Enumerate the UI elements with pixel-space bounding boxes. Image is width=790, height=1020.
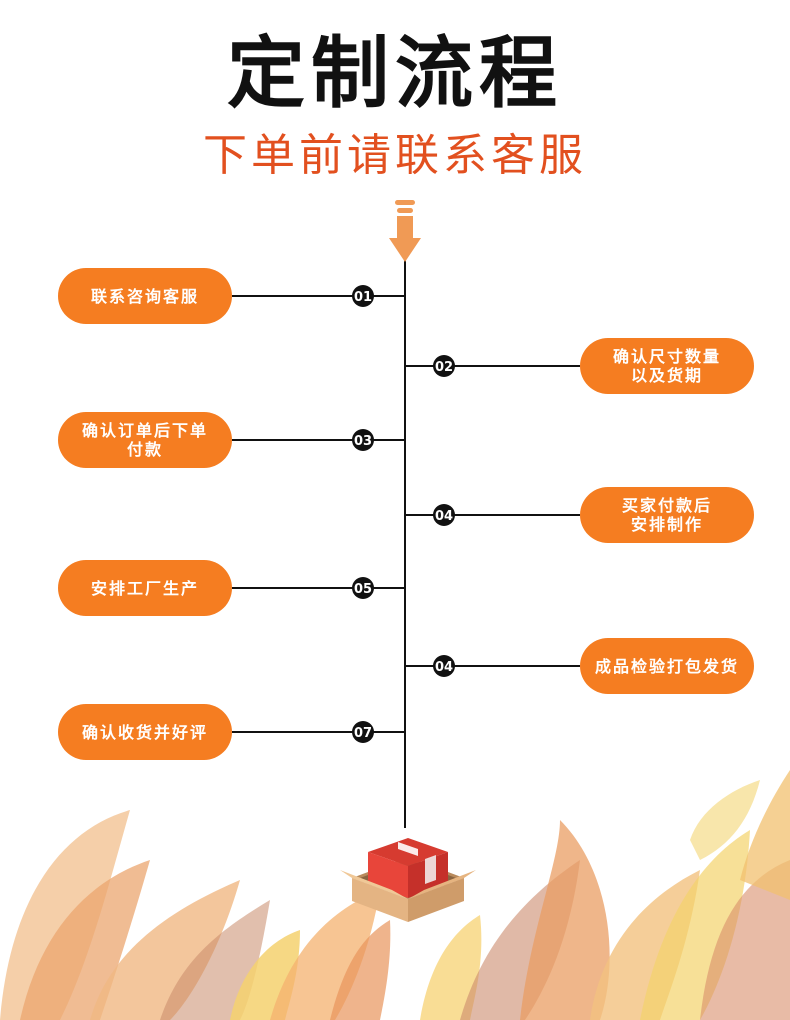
step-pill-5: 安排工厂生产 (58, 560, 232, 616)
step-number: 04 (435, 509, 453, 524)
down-arrow-icon (389, 200, 421, 262)
step-pill-2: 确认尺寸数量以及货期 (580, 338, 754, 394)
step-number: 04 (435, 660, 453, 675)
step-pill-4: 买家付款后安排制作 (580, 487, 754, 543)
step-number: 03 (354, 434, 372, 449)
step-number: 07 (354, 726, 372, 741)
step-label: 联系咨询客服 (91, 287, 199, 306)
step-label: 确认尺寸数量 (613, 347, 721, 366)
step-label: 以及货期 (631, 366, 703, 385)
step-label: 成品检验打包发货 (595, 657, 739, 676)
step-label: 确认收货并好评 (82, 723, 208, 742)
step-number: 01 (354, 290, 372, 305)
step-pill-6: 成品检验打包发货 (580, 638, 754, 694)
step-label: 安排工厂生产 (91, 579, 199, 598)
step-label: 买家付款后 (622, 496, 712, 515)
step-label: 付款 (127, 440, 163, 459)
step-number: 02 (435, 360, 453, 375)
step-pill-3: 确认订单后下单付款 (58, 412, 232, 468)
step-label: 确认订单后下单 (82, 421, 208, 440)
step-label: 安排制作 (631, 515, 703, 534)
step-pill-7: 确认收货并好评 (58, 704, 232, 760)
step-number: 05 (354, 582, 372, 597)
step-pill-1: 联系咨询客服 (58, 268, 232, 324)
